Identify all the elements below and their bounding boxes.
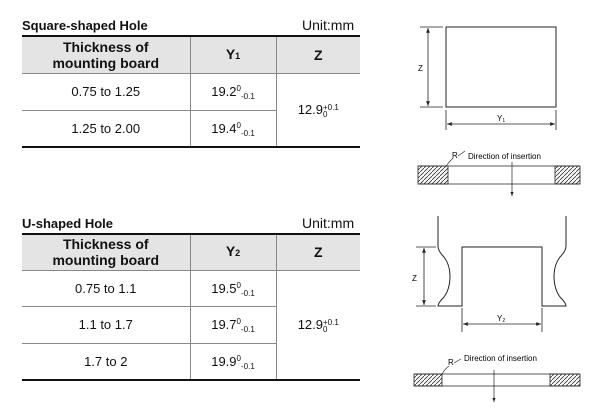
u-hole-title: U-shaped Hole	[22, 216, 114, 231]
left-board-section	[413, 373, 443, 387]
z-header: Z	[275, 233, 360, 271]
u-hole-table: Thickness of mounting board Y2 Z 0.75 to…	[22, 233, 360, 381]
z-dimension-label: Z	[412, 274, 417, 283]
y2-value-cell: 19.90-0.1	[189, 342, 277, 381]
direction-of-insertion-label: Direction of insertion	[464, 354, 537, 363]
square-hole-section-view: R Direction of insertion	[417, 150, 581, 196]
u-hole-front-view: Z Y2	[412, 216, 567, 332]
square-hole-table: Thickness of mounting board Y1 Z 0.75 to…	[22, 35, 360, 148]
u-unit-label: Unit:mm	[302, 215, 355, 231]
z-header: Z	[275, 35, 360, 74]
y1-dimension-label: Y1	[497, 114, 505, 124]
r-label: R	[452, 151, 458, 160]
square-unit-label: Unit:mm	[302, 17, 355, 33]
table-row: 1.1 to 1.7 19.70-0.1	[22, 305, 360, 344]
thickness-cell: 0.75 to 1.25	[22, 72, 191, 111]
u-hole-section-view: R Direction of insertion	[413, 354, 581, 402]
table-row: 1.7 to 2 19.90-0.1	[22, 342, 360, 381]
thickness-header: Thickness of mounting board	[22, 35, 191, 74]
table-header-row: Thickness of mounting board Y1 Z	[22, 35, 360, 74]
r-label: R	[448, 358, 454, 367]
y2-value-cell: 19.70-0.1	[189, 305, 277, 344]
left-board-section	[417, 165, 449, 185]
square-hole-front-view: Z Y1	[418, 26, 557, 130]
table-row: 1.25 to 2.00 19.40-0.1	[22, 109, 360, 148]
direction-of-insertion-label: Direction of insertion	[468, 152, 541, 161]
z-dimension-label: Z	[418, 64, 423, 73]
y2-dimension-label: Y2	[497, 314, 505, 324]
square-hole-outline	[445, 26, 557, 108]
y1-value-cell: 19.40-0.1	[189, 109, 277, 148]
thickness-header: Thickness of mounting board	[22, 233, 191, 271]
y1-header: Y1	[189, 35, 277, 74]
right-board-section	[554, 165, 581, 185]
thickness-cell: 0.75 to 1.1	[22, 269, 191, 307]
thickness-cell: 1.7 to 2	[22, 342, 191, 381]
square-hole-title: Square-shaped Hole	[22, 18, 148, 33]
table-header-row: Thickness of mounting board Y2 Z	[22, 233, 360, 271]
right-board-section	[549, 373, 581, 387]
thickness-cell: 1.25 to 2.00	[22, 109, 191, 148]
u-hole-outline	[437, 216, 567, 307]
